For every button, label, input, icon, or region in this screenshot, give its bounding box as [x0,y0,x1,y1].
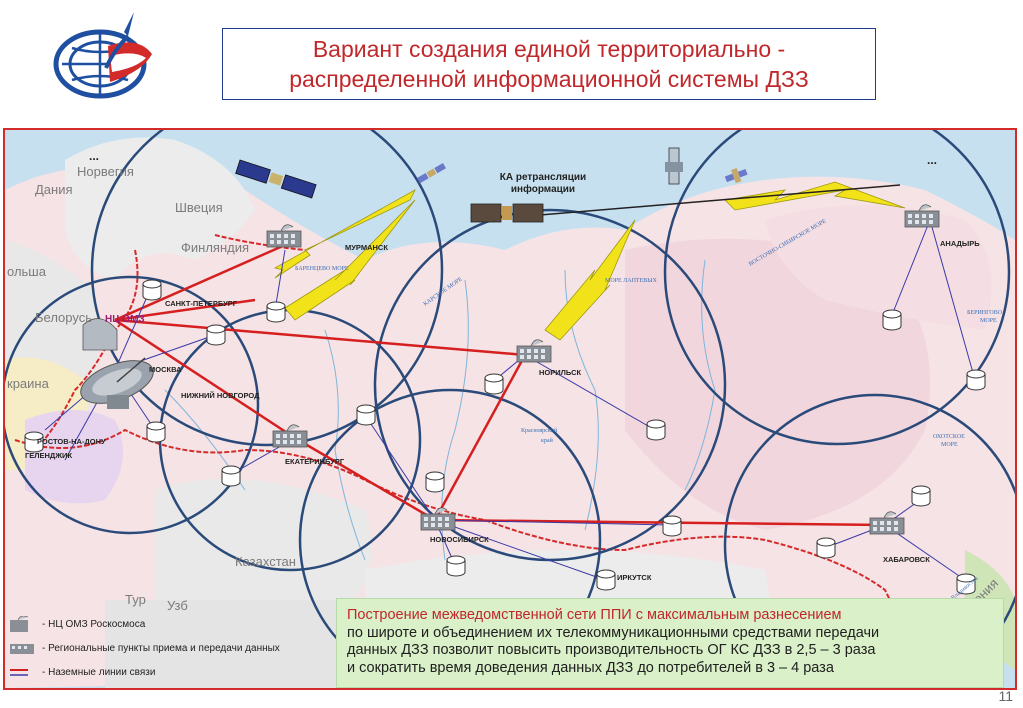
radio-link-spb [284,199,416,321]
label-moscow: МОСКВА [149,365,182,374]
label-okhotsk-2: МОРЕ [941,442,958,448]
ground-links-local [44,219,976,581]
network-map: Норвегия Дания Швеция Финляндия ольша Бе… [5,130,1015,688]
legend-row-center: - НЦ ОМЗ Роскосмоса [8,612,308,636]
relay-satellite-label: КА ретрансляции информации [500,172,586,195]
roscosmos-logo [48,6,168,106]
label-rostov: РОСТОВ-НА-ДОНУ [37,437,106,446]
label-poland: ольша [7,264,47,279]
label-murmansk: МУРМАНСК [345,243,388,252]
land-kazakhstan [155,478,372,610]
moscow-dish [80,318,154,409]
note-line-2: по широте и объединением их телекоммуник… [347,624,880,641]
dots-left: ... [89,149,99,163]
label-anadyr: АНАДЫРЬ [940,239,980,248]
coverage-khabarovsk [723,393,1015,688]
map-frame: Норвегия Дания Швеция Финляндия ольша Бе… [3,128,1017,690]
label-bering-1: БЕРИНГОВО [967,310,1003,316]
coverage-novosibirsk [298,388,602,688]
label-gelendzhik: ГЕЛЕНДЖИК [25,451,72,460]
label-okhotsk-1: ОХОТСКОЕ [933,434,965,440]
land-southwest-russia [25,410,123,504]
satellite-east [724,167,748,184]
russia-border [14,428,926,688]
note-line-1: Построение межведомственной сети ППИ с м… [347,607,842,623]
relay-label-line-1: КА ретрансляции [500,172,586,183]
regional-station-icon [10,644,34,654]
label-belarus: Белорусь [35,310,92,325]
land-scandinavia [65,137,255,280]
coverage-norilsk [373,208,727,562]
label-center: НЦ ОМЗ [105,314,145,325]
page-number: 11 [998,688,1013,704]
coverage-moscow [5,275,260,535]
coverage-anadyr [663,130,1011,446]
note-line-3: данных ДЗЗ позволит повысить производите… [347,642,876,658]
label-denmark: Дания [35,182,73,197]
legend-row-links: - Наземные линии связи [8,660,308,684]
dots-labels: ... ... [89,149,937,167]
satellite-top [665,147,683,185]
center-icon [10,616,29,632]
title-box: Вариант создания единой территориально -… [222,28,876,100]
label-sweden: Швеция [175,200,223,215]
satellite-imaging [235,159,317,199]
legend-label-center: - НЦ ОМЗ Роскосмоса [42,618,146,630]
label-uzbek: Узб [167,598,188,613]
label-turkmen: Тур [125,592,146,607]
relay-label-line-2: информации [511,183,575,195]
label-bering-2: МОРЕ [980,318,997,324]
label-ukraine: краина [7,376,50,391]
relay-link [539,184,901,216]
label-krasnoyarsk-1: Красноярский [521,427,558,434]
title-line-1: Вариант создания единой территориально - [312,36,786,62]
satellite-relay [470,203,544,223]
label-finland: Финляндия [181,240,249,255]
label-laptev: МОРЕ ЛАПТЕВЫХ [605,278,657,284]
coverage-murmansk [90,130,444,447]
russia-border-west [34,249,139,451]
legend-label-links: - Наземные линии связи [42,666,156,678]
label-kazakhstan: Казахстан [235,554,296,569]
label-norway: Норвегия [77,164,134,179]
radio-link-norilsk [544,219,636,341]
title-line-2: распределенной информационной системы ДЗ… [289,66,809,92]
land-central-asia [105,600,365,688]
coverage-circles [5,130,1015,688]
label-ekaterinburg: ЕКАТЕРИНБУРГ [285,457,345,466]
label-novosibirsk: НОВОСИБИРСК [430,535,489,544]
note-line-4: и сократить время доведения данных ДЗЗ д… [347,659,834,676]
legend: - НЦ ОМЗ Роскосмоса - Региональные пункт… [8,612,308,684]
label-khabarovsk: ХАБАРОВСК [883,555,930,564]
link-line-icon [10,669,28,676]
satellite-small [417,163,446,184]
label-barents: БАРЕНЦЕВО МОРЕ [295,266,349,272]
legend-row-regional: - Региональные пункты приема и передачи … [8,636,308,660]
label-nnovgorod: НИЖНИЙ НОВГОРОД [181,391,260,400]
label-norilsk: НОРИЛЬСК [539,368,582,377]
conclusion-note: Построение межведомственной сети ППИ с м… [336,598,1004,688]
label-spb: САНКТ-ПЕТЕРБУРГ [165,299,238,308]
label-irkutsk: ИРКУТСК [617,573,652,582]
radio-link-anadyr [724,181,906,211]
city-labels: НЦ ОМЗ МУРМАНСК САНКТ-ПЕТЕРБУРГ МОСКВА Н… [25,239,980,582]
dots-right: ... [927,153,937,167]
label-krasnoyarsk-2: край [541,437,554,444]
russia-border-north [214,234,306,251]
legend-label-regional: - Региональные пункты приема и передачи … [42,642,280,654]
